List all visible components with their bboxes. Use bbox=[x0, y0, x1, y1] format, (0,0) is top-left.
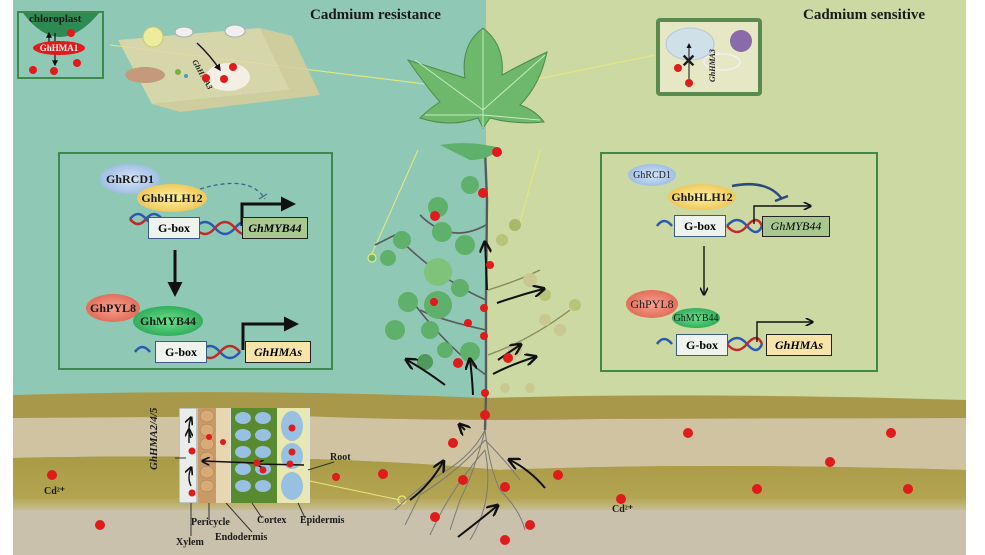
resistant-panel-graphics bbox=[129, 182, 299, 360]
tissue-label-xylem: Xylem bbox=[176, 537, 204, 548]
leaf-illustration bbox=[406, 27, 548, 129]
protein-ghpyl8: GhPYL8 bbox=[626, 290, 678, 318]
sensitive-cell-inset: ✕ GhHMA3 bbox=[656, 18, 762, 96]
tissue-label-pericycle: Pericycle bbox=[191, 517, 230, 528]
title-cadmium-sensitive: Cadmium sensitive bbox=[803, 7, 926, 23]
ghhma245-label: GhHMA2/4/5 bbox=[148, 407, 160, 470]
regulation-panel-sensitive: GhRCD1 GhbHLH12 G-box GhMYB44 GhPYL8 GhM… bbox=[600, 152, 878, 372]
protein-ghrcd1: GhRCD1 bbox=[628, 164, 676, 186]
ghhma3-label-right: GhHMA3 bbox=[708, 49, 717, 82]
root-cross-section bbox=[178, 407, 310, 504]
protein-ghpyl8: GhPYL8 bbox=[86, 294, 140, 322]
tissue-label-epidermis: Epidermis bbox=[300, 515, 345, 526]
cotton-plant bbox=[374, 149, 571, 431]
gene-ghhmas: GhHMAs bbox=[245, 341, 311, 363]
dna-helix-5 bbox=[655, 336, 764, 352]
chloroplast-shape bbox=[23, 13, 99, 75]
plant-leaves bbox=[380, 143, 581, 393]
promoter-gbox-2: G-box bbox=[155, 341, 207, 363]
chloroplast-label: chloroplast bbox=[29, 13, 82, 25]
ghhma1-transporter: GhHMA1 bbox=[33, 41, 85, 55]
sensitive-cell-shapes bbox=[665, 27, 752, 87]
soil-bottom-layer bbox=[13, 510, 966, 555]
dna-helix-4 bbox=[655, 218, 764, 234]
regulation-panel-resistant: GhRCD1 GhbHLH12 G-box GhMYB44 GhPYL8 GhM… bbox=[58, 152, 333, 370]
chloroplast-inset: chloroplast GhHMA1 bbox=[17, 11, 104, 79]
protein-ghmyb44: GhMYB44 bbox=[133, 306, 203, 336]
gene-ghmyb44: GhMYB44 bbox=[762, 216, 830, 237]
tissue-label-endodermis: Endodermis bbox=[215, 532, 268, 543]
protein-ghbhlh12: GhbHLH12 bbox=[137, 184, 207, 212]
protein-ghmyb44: GhMYB44 bbox=[672, 308, 720, 328]
tissue-label-cortex: Cortex bbox=[257, 515, 287, 526]
cd-ion-label-left: Cd²⁺ bbox=[44, 486, 66, 497]
root-tissue-layers bbox=[178, 407, 307, 504]
root-label: Root bbox=[330, 452, 351, 463]
protein-ghbhlh12: GhbHLH12 bbox=[668, 184, 736, 210]
cd-ion-label-right: Cd²⁺ bbox=[612, 504, 634, 515]
gene-ghhmas: GhHMAs bbox=[766, 334, 832, 356]
gene-ghmyb44: GhMYB44 bbox=[242, 217, 308, 239]
plant-cell-illustration bbox=[118, 24, 320, 112]
promoter-gbox-2: G-box bbox=[676, 334, 728, 356]
promoter-gbox-1: G-box bbox=[148, 217, 200, 239]
blocked-transport-icon: ✕ bbox=[681, 51, 697, 71]
title-cadmium-resistance: Cadmium resistance bbox=[310, 7, 441, 23]
promoter-gbox-1: G-box bbox=[674, 215, 726, 237]
sensitive-panel-graphics bbox=[655, 182, 876, 352]
